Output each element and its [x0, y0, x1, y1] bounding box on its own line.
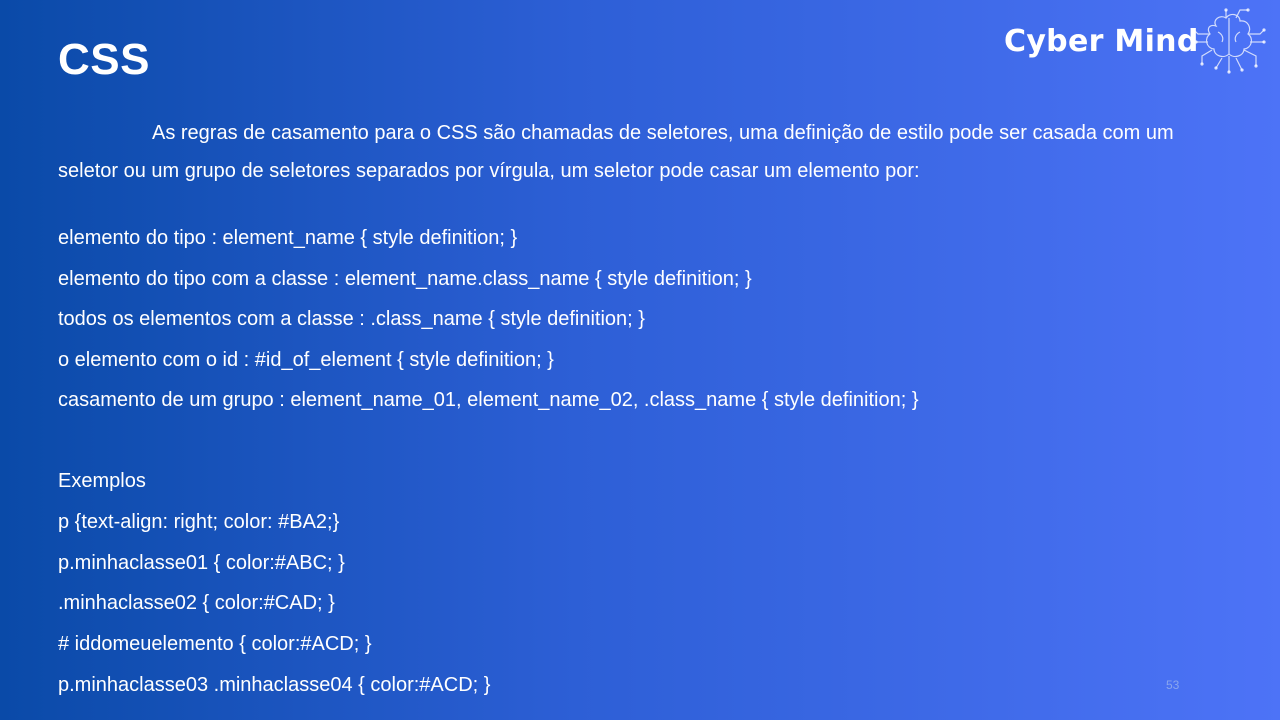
- examples-list: Exemplos p {text-align: right; color: #B…: [58, 461, 490, 706]
- page-number: 53: [1166, 678, 1180, 692]
- selector-rules-list: elemento do tipo : element_name { style …: [58, 218, 919, 421]
- selector-rule-type: elemento do tipo : element_name { style …: [58, 227, 518, 249]
- cyber-mind-logo: Cyber Mind: [1000, 6, 1276, 76]
- example-line: p.minhaclasse01 { color:#ABC; }: [58, 551, 345, 574]
- logo-text: Cyber Mind: [1004, 24, 1199, 59]
- selector-rule-group: casamento de um grupo : element_name_01,…: [58, 389, 919, 411]
- intro-paragraph: As regras de casamento para o CSS são ch…: [58, 122, 1174, 182]
- example-line: p {text-align: right; color: #BA2;}: [58, 510, 340, 533]
- slide-title: CSS: [58, 35, 150, 84]
- examples-heading: Exemplos: [58, 470, 146, 492]
- selector-rule-type-class: elemento do tipo com a classe : element_…: [58, 267, 752, 290]
- example-line: .minhaclasse02 { color:#CAD; }: [58, 592, 335, 615]
- brain-circuit-icon: [1192, 8, 1266, 74]
- selector-rule-class: todos os elementos com a classe : .class…: [58, 308, 645, 330]
- selector-rule-id: o elemento com o id : #id_of_element { s…: [58, 348, 554, 371]
- example-line: # iddomeuelemento { color:#ACD; }: [58, 633, 372, 656]
- example-line: p.minhaclasse03 .minhaclasse04 { color:#…: [58, 673, 491, 696]
